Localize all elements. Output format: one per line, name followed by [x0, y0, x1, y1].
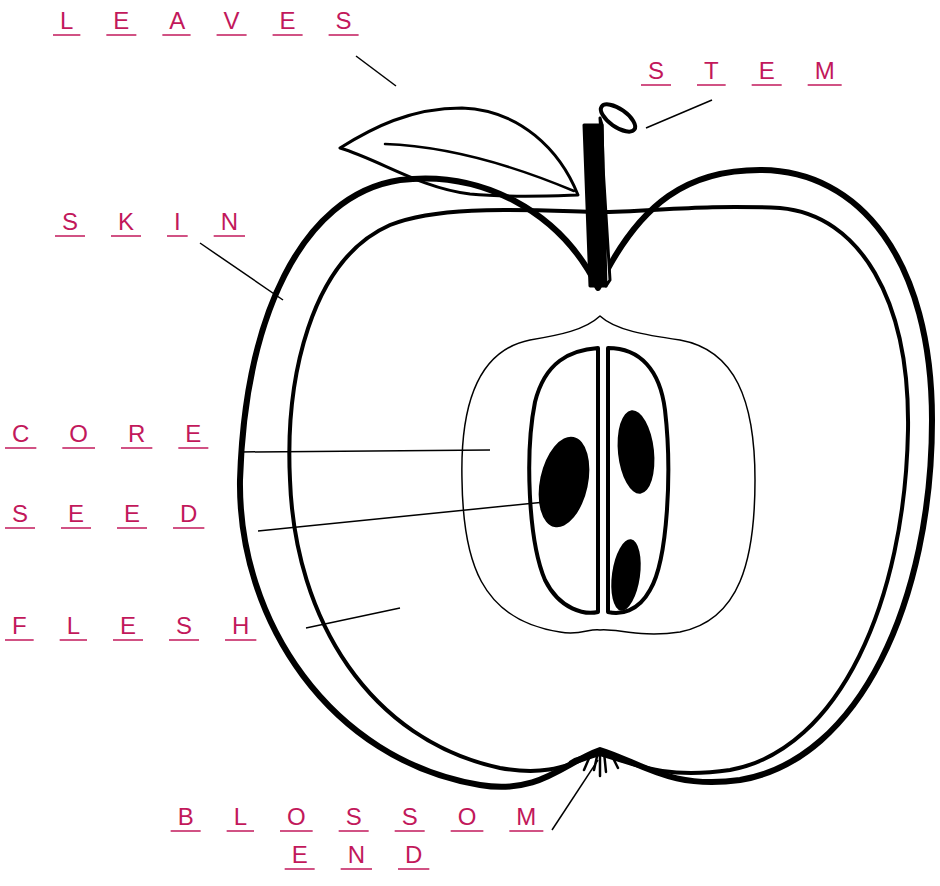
letter-blank [808, 84, 842, 86]
letter-blank [339, 830, 369, 832]
letter-blank [60, 639, 87, 641]
blossom-end [570, 752, 632, 776]
letter-blank [752, 84, 782, 86]
apple-skin-outline [240, 170, 932, 787]
letter-blank [61, 527, 91, 529]
leader-line [200, 243, 283, 300]
letter-blank [171, 830, 201, 832]
letter-blank [341, 868, 372, 870]
letter-blank [214, 235, 245, 237]
letter-blank [178, 447, 208, 449]
core-outline [462, 316, 755, 634]
letter-blank [167, 235, 188, 237]
leader-line [258, 502, 545, 531]
seed [531, 432, 597, 532]
letter-blank [227, 830, 254, 832]
letter-blank [280, 830, 313, 832]
letter-blank [5, 447, 36, 449]
letter-blank [5, 639, 34, 641]
letter-blank [451, 830, 484, 832]
letter-blank [121, 447, 152, 449]
letter-blank [62, 447, 95, 449]
part-label: BLOSSOM END [167, 798, 587, 874]
part-label: FLESH [12, 607, 289, 645]
letter-blank [117, 527, 147, 529]
letter-blank [53, 34, 80, 36]
part-label: STEM [648, 52, 875, 90]
seed [607, 537, 645, 612]
leader-line [356, 56, 396, 86]
part-label: SEED [12, 495, 237, 533]
letter-blank [273, 34, 303, 36]
leader-lines [200, 56, 712, 830]
part-label: LEAVES [60, 2, 392, 40]
letter-blank [162, 34, 190, 36]
part-label: SKIN [62, 203, 278, 241]
leader-line [646, 100, 712, 128]
letter-blank [329, 34, 359, 36]
letter-blank [169, 639, 199, 641]
letter-blank [217, 34, 247, 36]
letter-blank [106, 34, 136, 36]
letter-blank [398, 868, 429, 870]
letter-blank [509, 830, 543, 832]
letter-blank [55, 235, 85, 237]
seed [614, 408, 659, 495]
seed-chamber [529, 348, 598, 613]
leader-line [240, 450, 490, 452]
letter-blank [641, 84, 671, 86]
letter-blank [113, 639, 143, 641]
letter-blank [395, 830, 425, 832]
apple-flesh-outline [289, 207, 908, 773]
letter-blank [285, 868, 315, 870]
letter-blank [5, 527, 35, 529]
stem-tip [596, 99, 639, 137]
seed-chamber [608, 348, 668, 613]
part-label: CORE [12, 415, 241, 453]
letter-blank [697, 84, 726, 86]
letter-blank [111, 235, 141, 237]
letter-blank [225, 639, 256, 641]
letter-blank [173, 527, 204, 529]
stem-side [600, 118, 610, 286]
leader-line [306, 608, 400, 628]
